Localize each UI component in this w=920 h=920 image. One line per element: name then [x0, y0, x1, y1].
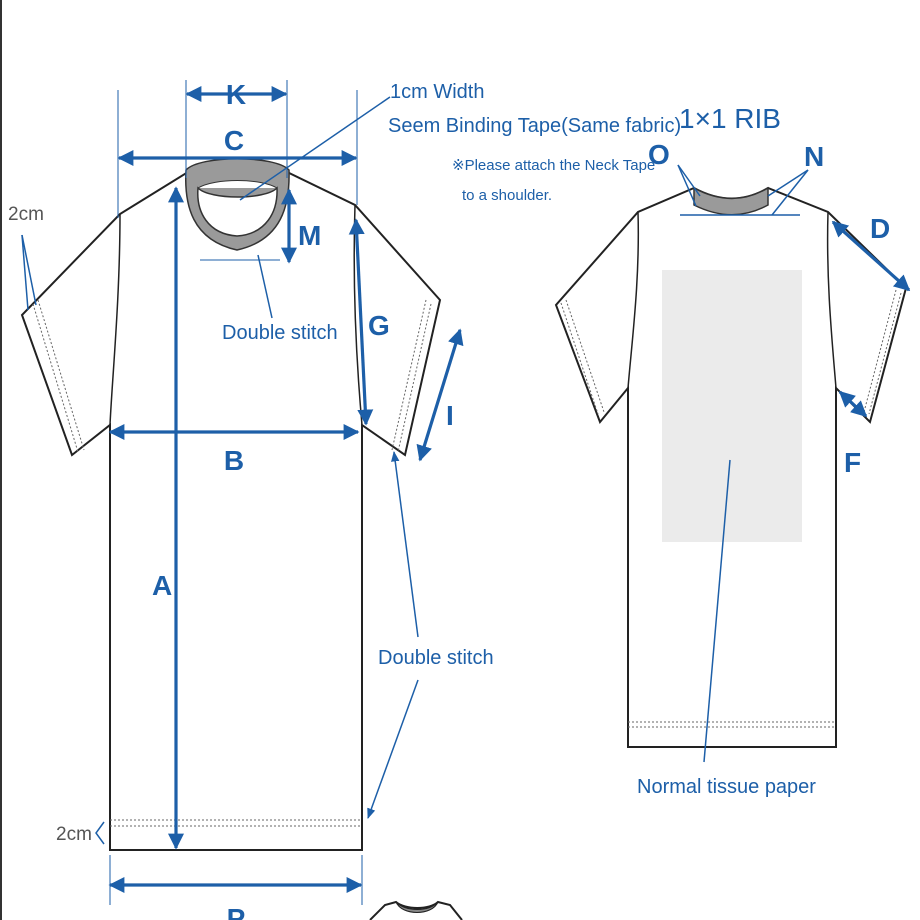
dimension-I-arrow — [416, 328, 464, 462]
leader-double-stitch-hem-b — [367, 679, 419, 819]
label-P: P — [227, 903, 246, 920]
label-N: N — [804, 141, 824, 172]
back-view — [554, 186, 908, 748]
note-double-stitch-hem: Double stitch — [378, 647, 494, 669]
dimension-G-arrow — [348, 218, 374, 426]
front-view — [20, 158, 442, 851]
dimension-D-arrow — [831, 220, 911, 292]
right-sleeve-hem-stitch — [391, 299, 427, 451]
leader-body-hem — [95, 821, 105, 845]
back-right-sleeve-stitch — [863, 289, 897, 413]
left-sleeve-hem-stitch-2 — [32, 303, 79, 453]
label-C: C — [224, 125, 244, 156]
note-tissue-paper: Normal tissue paper — [637, 776, 816, 798]
note-binding-width: 1cm Width — [390, 81, 484, 103]
front-armhole-left — [109, 213, 121, 426]
leader-O-a — [677, 164, 701, 197]
back-neck-rib — [693, 186, 769, 216]
note-binding-tape: Seem Binding Tape(Same fabric) — [388, 115, 681, 137]
leader-N-a — [767, 169, 809, 197]
back-armhole-right — [826, 211, 837, 389]
next-garment-neck-rib — [395, 901, 439, 913]
back-left-sleeve-stitch-2 — [560, 302, 599, 415]
note-attach-neck-tape: ※Please attach the Neck Tape — [452, 157, 655, 174]
leader-sleeve-hem-a — [21, 234, 37, 306]
leader-O-b — [677, 164, 697, 207]
tissue-paper — [662, 270, 802, 542]
back-right-sleeve-stitch-2 — [868, 292, 902, 415]
dimension-F-arrow — [838, 390, 868, 418]
leader-sleeve-hem-b — [21, 234, 29, 311]
label-F: F — [844, 447, 861, 478]
note-body-hem-2cm: 2cm — [56, 824, 92, 845]
label-G: G — [368, 310, 390, 341]
leader-double-stitch-neck — [257, 254, 273, 319]
front-body-outline — [20, 170, 442, 851]
note-double-stitch-neck: Double stitch — [222, 322, 338, 344]
label-I: I — [446, 400, 454, 431]
front-neck-opening — [197, 186, 278, 237]
label-B: B — [224, 445, 244, 476]
neck-back-tape — [197, 180, 278, 189]
label-O: O — [648, 139, 670, 170]
note-rib: 1×1 RIB — [679, 103, 781, 134]
leader-N-b — [771, 169, 809, 216]
label-M: M — [298, 220, 321, 251]
note-attach-shoulder: to a shoulder. — [462, 187, 552, 204]
back-armhole-left — [627, 211, 640, 389]
label-K: K — [226, 79, 246, 110]
note-sleeve-hem-2cm: 2cm — [8, 204, 44, 225]
label-A: A — [152, 570, 172, 601]
leader-double-stitch-hem-a — [391, 450, 419, 638]
label-D: D — [870, 213, 890, 244]
leader-binding-tape — [239, 96, 391, 201]
leader-tissue-paper — [703, 459, 731, 763]
